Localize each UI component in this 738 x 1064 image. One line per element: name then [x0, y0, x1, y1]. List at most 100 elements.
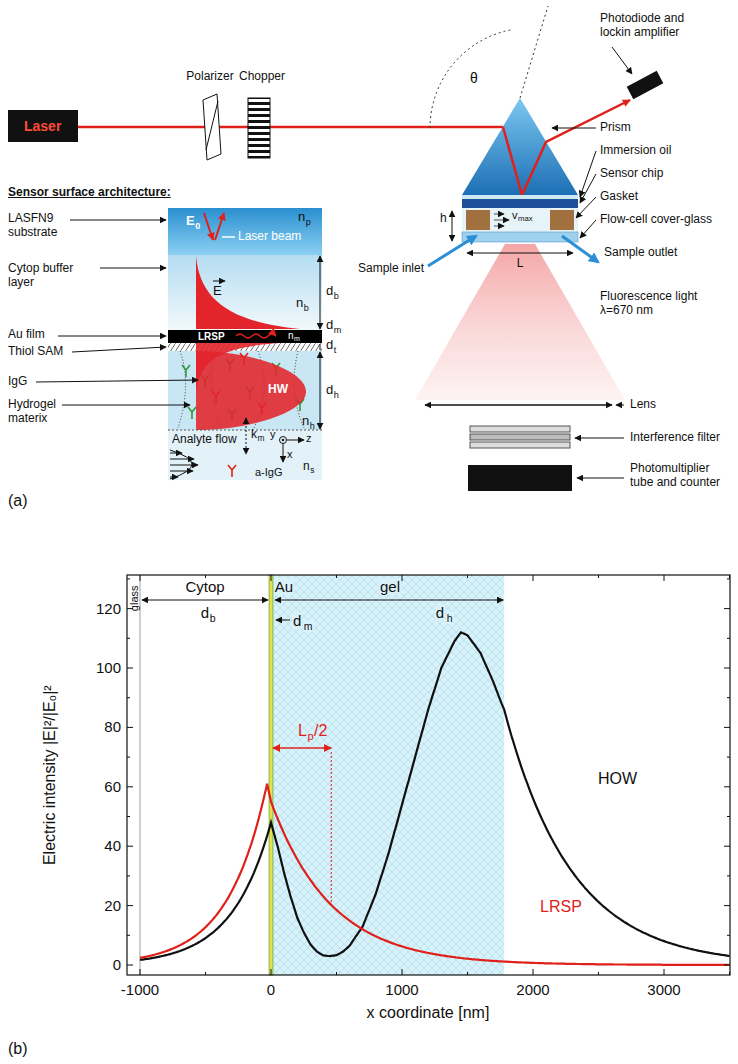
drawing-shape	[552, 47, 632, 478]
drawing-shape	[228, 465, 236, 477]
laser-box: Laser	[8, 110, 78, 142]
drawing-shape	[552, 128, 596, 129]
text-label: HOW	[598, 770, 637, 788]
text-label: a-IgG	[255, 466, 283, 479]
optical-setup	[60, 6, 663, 491]
text-label: LRSP	[540, 898, 582, 916]
drawing-shape	[580, 151, 596, 197]
chopper-symbol	[248, 98, 270, 158]
axis-ticks	[127, 575, 730, 975]
text-label: Hydrogel materix	[8, 398, 78, 426]
polarizer-symbol	[203, 94, 221, 160]
drawing-shape	[494, 214, 504, 215]
intensity-chart	[127, 575, 730, 975]
drawing-shape	[616, 405, 624, 406]
photomultiplier-symbol	[468, 465, 572, 491]
text-label: L	[298, 722, 307, 740]
drawing-shape	[215, 213, 224, 240]
drawing-shape	[452, 211, 453, 241]
text-label: Au	[274, 578, 294, 595]
drawing-shape	[280, 437, 287, 444]
text-label: (a)	[8, 492, 28, 510]
subscript: h	[310, 421, 315, 431]
tick-label: 1000	[385, 981, 418, 998]
subscript: p	[307, 730, 313, 743]
drawing-shape	[462, 195, 578, 199]
axis-title: Electric intensity |E|²/|E₀|²	[41, 685, 59, 865]
prism-symbol	[462, 98, 578, 195]
tick-label: 40	[104, 837, 121, 854]
gold-film	[168, 330, 322, 343]
penetration-arrow	[273, 747, 331, 749]
subscript: p	[306, 217, 311, 227]
drawing-shape	[170, 477, 178, 478]
drawing-shape	[246, 418, 247, 454]
tick-label: 120	[96, 600, 121, 617]
subscript: m	[334, 325, 342, 335]
text-label: Sample outlet	[604, 246, 677, 260]
subscript: h	[334, 390, 339, 400]
text-label: y	[270, 428, 276, 441]
text-label: z	[306, 432, 312, 445]
text-label: Cytop	[185, 578, 224, 595]
text-label: h	[440, 212, 447, 226]
drawing-shape	[580, 174, 596, 203]
evanescent-field	[196, 256, 300, 329]
text-label: n	[298, 210, 305, 225]
text-label: E	[186, 214, 195, 229]
text-label: Prism	[600, 121, 631, 135]
drawing-shape	[36, 380, 198, 382]
text-label: (b)	[8, 1040, 28, 1058]
text-label: Au film	[8, 328, 45, 342]
text-label: Photomultiplier tube and counter	[630, 462, 730, 490]
dimension-arrow	[142, 600, 268, 601]
text-label: d	[326, 383, 333, 398]
drawing-shape	[320, 352, 321, 429]
subscript: max	[518, 215, 533, 224]
drawing-shape	[168, 208, 322, 255]
text-label: d	[435, 604, 445, 621]
text-label: Immersion oil	[600, 144, 671, 158]
text-label: n	[288, 330, 294, 342]
text-label: d	[326, 284, 333, 299]
text-label: Cytop buffer layer	[8, 262, 86, 290]
drawing-shape	[222, 236, 235, 238]
drawing-shape	[100, 268, 166, 269]
subscript: b	[304, 303, 309, 313]
drawing-shape	[168, 430, 322, 480]
subscript: b	[210, 612, 216, 624]
dimension-arrow	[276, 620, 290, 621]
text-label: Analyte flow	[172, 433, 237, 447]
cover-glass	[462, 232, 578, 242]
drawing-shape	[494, 226, 504, 227]
text-label: θ	[470, 70, 478, 86]
drawing-shape	[470, 442, 570, 448]
tick-label: 80	[104, 718, 121, 735]
chart-stroke	[140, 575, 141, 975]
gasket	[466, 210, 490, 230]
text-label: d	[292, 612, 302, 629]
drawing-shape	[283, 444, 284, 462]
drawing-shape	[494, 220, 509, 221]
text-label: Photodiode and lockin amplifier	[600, 12, 718, 40]
text-label: Interference filter	[630, 431, 720, 445]
drawing-shape	[168, 351, 322, 430]
drawing-shape	[36, 220, 198, 405]
text-label: Thiol SAM	[8, 345, 63, 359]
text-label: Gasket	[600, 190, 638, 204]
drawing-shape	[62, 405, 190, 406]
tick-label: 2000	[516, 981, 549, 998]
how-curve	[140, 632, 730, 960]
drawing-shape	[575, 438, 624, 439]
drawing-shape	[168, 430, 322, 431]
hydrogel-waveguide-field	[196, 351, 306, 430]
subscript: 0	[195, 221, 200, 231]
drawing-shape	[206, 101, 218, 150]
drawing-shape	[178, 351, 186, 428]
drawing-shape	[188, 407, 196, 419]
subscript: s	[310, 466, 314, 476]
chart-stroke	[331, 752, 332, 906]
text-label: n	[302, 414, 309, 429]
drawing-shape	[204, 213, 213, 240]
